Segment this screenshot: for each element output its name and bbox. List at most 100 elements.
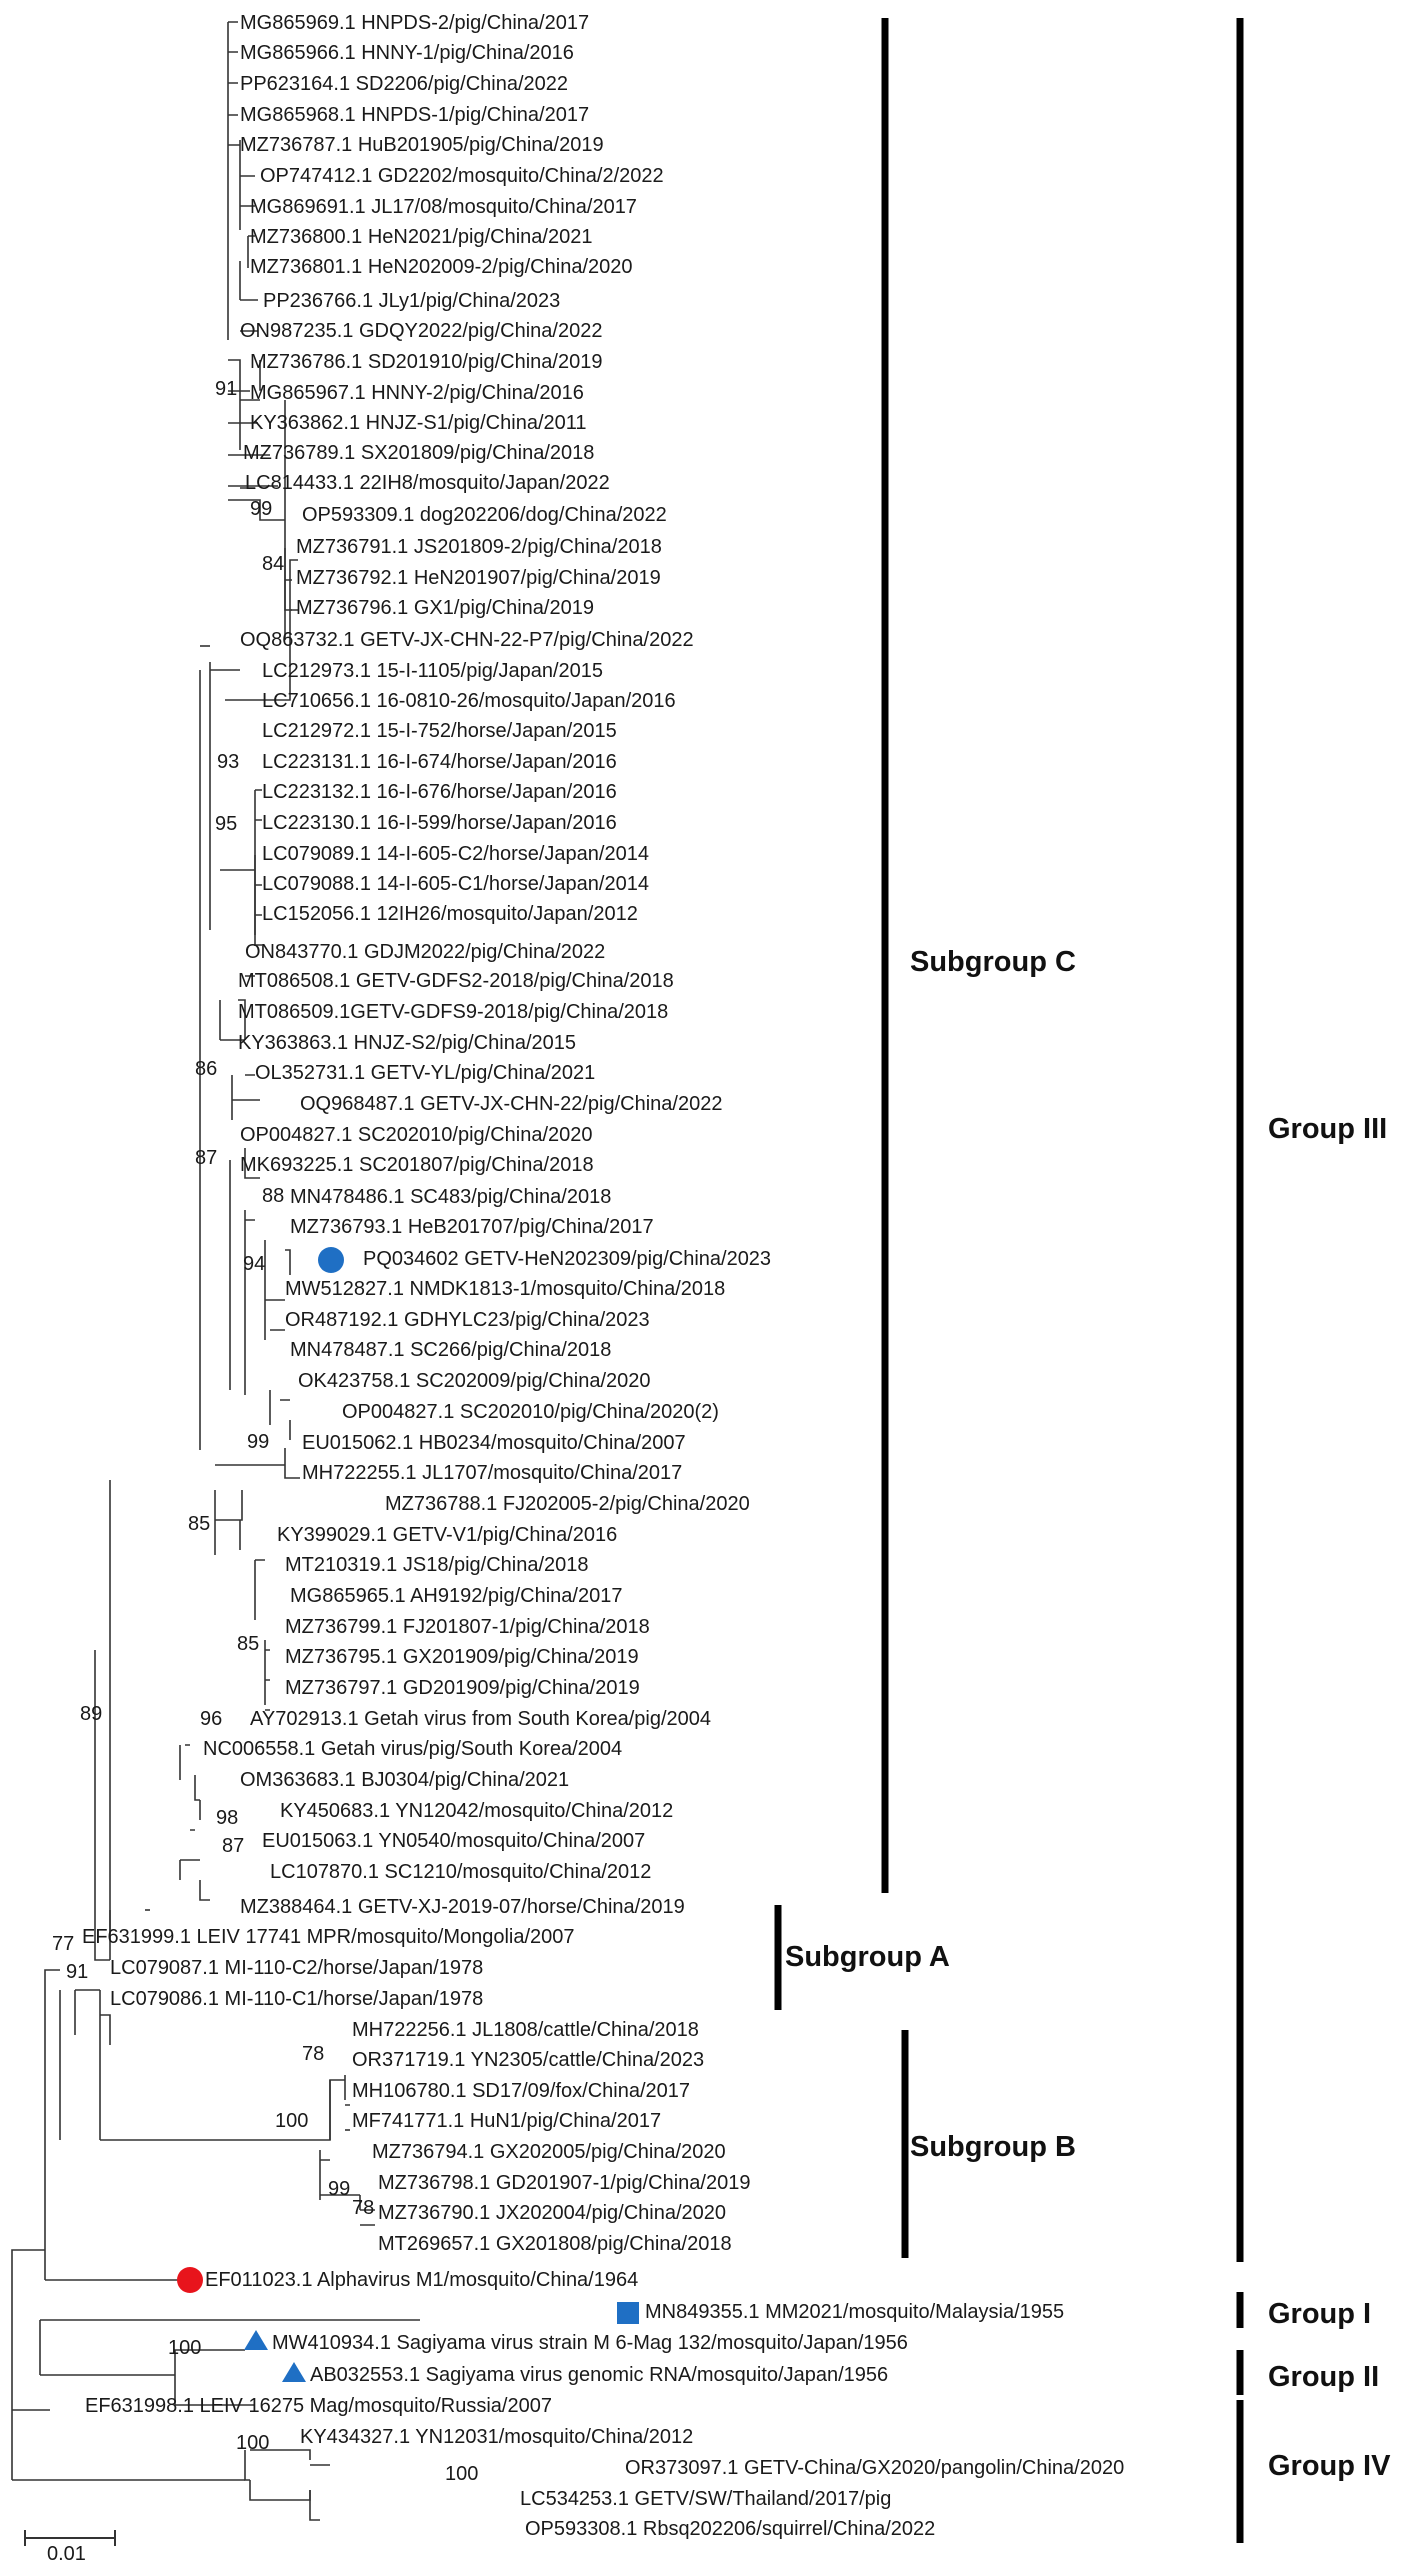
- taxon-label: MZ736794.1 GX202005/pig/China/2020: [372, 2141, 726, 2163]
- bootstrap-value: 100: [275, 2110, 308, 2132]
- subgroup-b-label: Subgroup B: [910, 2131, 1076, 2163]
- taxon-label: OL352731.1 GETV-YL/pig/China/2021: [255, 1062, 595, 1084]
- taxon-label: ON843770.1 GDJM2022/pig/China/2022: [245, 941, 605, 963]
- group-ii-label: Group II: [1268, 2361, 1379, 2393]
- tree-branches: [11, 21, 420, 2521]
- taxon-label: KY363862.1 HNJZ-S1/pig/China/2011: [250, 412, 587, 434]
- taxon-label: OP004827.1 SC202010/pig/China/2020: [240, 1124, 593, 1146]
- taxon-label: MZ736798.1 GD201907-1/pig/China/2019: [378, 2172, 750, 2194]
- taxon-label: LC534253.1 GETV/SW/Thailand/2017/pig: [520, 2488, 891, 2510]
- taxon-label: OQ863732.1 GETV-JX-CHN-22-P7/pig/China/2…: [240, 629, 694, 651]
- taxon-label: MH722256.1 JL1808/cattle/China/2018: [352, 2019, 699, 2041]
- taxon-label: LC079087.1 MI-110-C2/horse/Japan/1978: [110, 1957, 483, 1979]
- taxon-label: LC212972.1 15-I-752/horse/Japan/2015: [262, 720, 617, 742]
- group-labels: Subgroup C Subgroup A Subgroup B Group I…: [785, 946, 1391, 2482]
- taxon-label: OQ968487.1 GETV-JX-CHN-22/pig/China/2022: [300, 1093, 722, 1115]
- triangle-blue-icon: [282, 2362, 306, 2382]
- taxon-label: AB032553.1 Sagiyama virus genomic RNA/mo…: [310, 2364, 888, 2386]
- taxon-label: EU015062.1 HB0234/mosquito/China/2007: [302, 1432, 686, 1454]
- scale-bar: 0.01: [24, 2530, 116, 2562]
- taxon-label: MZ736787.1 HuB201905/pig/China/2019: [240, 134, 604, 156]
- taxon-label: OK423758.1 SC202009/pig/China/2020: [298, 1370, 651, 1392]
- bootstrap-value: 96: [200, 1708, 222, 1730]
- taxon-label: MZ736788.1 FJ202005-2/pig/China/2020: [385, 1493, 750, 1515]
- taxon-label: MZ736791.1 JS201809-2/pig/China/2018: [296, 536, 662, 558]
- circle-red-icon: [177, 2267, 203, 2293]
- group-bars: [774, 18, 1244, 2543]
- taxon-label: MN478487.1 SC266/pig/China/2018: [290, 1339, 611, 1361]
- taxon-label: MG865965.1 AH9192/pig/China/2017: [290, 1585, 622, 1607]
- square-blue-icon: [617, 2302, 639, 2324]
- bootstrap-value: 95: [215, 813, 237, 835]
- taxon-label: MZ388464.1 GETV-XJ-2019-07/horse/China/2…: [240, 1896, 685, 1918]
- taxon-label: LC152056.1 12IH26/mosquito/Japan/2012: [262, 903, 638, 925]
- subgroup-a-label: Subgroup A: [785, 1941, 950, 1973]
- taxon-label: MF741771.1 HuN1/pig/China/2017: [352, 2110, 661, 2132]
- bootstrap-value: 99: [247, 1431, 269, 1453]
- scale-bar-label: 0.01: [47, 2543, 86, 2562]
- taxon-label: KY363863.1 HNJZ-S2/pig/China/2015: [238, 1032, 576, 1054]
- taxon-label: MZ736799.1 FJ201807-1/pig/China/2018: [285, 1616, 650, 1638]
- taxon-label: MW512827.1 NMDK1813-1/mosquito/China/201…: [285, 1278, 725, 1300]
- taxon-label: EF631999.1 LEIV 17741 MPR/mosquito/Mongo…: [82, 1926, 575, 1948]
- taxon-label: OP593308.1 Rbsq202206/squirrel/China/202…: [525, 2518, 935, 2540]
- taxon-label: PP623164.1 SD2206/pig/China/2022: [240, 73, 568, 95]
- bootstrap-value: 89: [80, 1703, 102, 1725]
- bootstrap-value: 88: [262, 1185, 284, 1207]
- group-i-label: Group I: [1268, 2298, 1371, 2330]
- taxon-label: MN849355.1 MM2021/mosquito/Malaysia/1955: [645, 2301, 1064, 2323]
- taxon-label: MG869691.1 JL17/08/mosquito/China/2017: [250, 196, 637, 218]
- taxon-label: MZ736793.1 HeB201707/pig/China/2017: [290, 1216, 654, 1238]
- taxon-label: KY399029.1 GETV-V1/pig/China/2016: [277, 1524, 617, 1546]
- taxon-label: KY450683.1 YN12042/mosquito/China/2012: [280, 1800, 673, 1822]
- taxon-label: AY702913.1 Getah virus from South Korea/…: [250, 1708, 711, 1730]
- taxon-label: EU015063.1 YN0540/mosquito/China/2007: [262, 1830, 645, 1852]
- taxon-label: OM363683.1 BJ0304/pig/China/2021: [240, 1769, 569, 1791]
- bootstrap-value: 98: [216, 1807, 238, 1829]
- taxon-label: LC212973.1 15-I-1105/pig/Japan/2015: [262, 660, 603, 682]
- bootstrap-value: 85: [188, 1513, 210, 1535]
- taxon-label: OR373097.1 GETV-China/GX2020/pangolin/Ch…: [625, 2457, 1124, 2479]
- taxon-label: MK693225.1 SC201807/pig/China/2018: [240, 1154, 594, 1176]
- taxon-label: LC223131.1 16-I-674/horse/Japan/2016: [262, 751, 617, 773]
- taxon-label: NC006558.1 Getah virus/pig/South Korea/2…: [203, 1738, 622, 1760]
- bootstrap-value: 91: [215, 378, 237, 400]
- taxon-label: MZ736795.1 GX201909/pig/China/2019: [285, 1646, 639, 1668]
- taxon-label: MG865966.1 HNNY-1/pig/China/2016: [240, 42, 574, 64]
- bootstrap-value: 99: [328, 2178, 350, 2200]
- markers: [177, 1247, 639, 2382]
- bootstrap-value: 87: [222, 1835, 244, 1857]
- bootstrap-value: 100: [445, 2463, 478, 2485]
- taxon-label: EF631998.1 LEIV 16275 Mag/mosquito/Russi…: [85, 2395, 552, 2417]
- taxon-label: MN478486.1 SC483/pig/China/2018: [290, 1186, 611, 1208]
- bootstrap-value: 77: [52, 1933, 74, 1955]
- bootstrap-value: 100: [168, 2337, 201, 2359]
- bootstrap-value: 78: [302, 2043, 324, 2065]
- taxon-label: MZ736792.1 HeN201907/pig/China/2019: [296, 567, 661, 589]
- taxon-label: EF011023.1 Alphavirus M1/mosquito/China/…: [205, 2269, 638, 2291]
- taxon-label: MZ736797.1 GD201909/pig/China/2019: [285, 1677, 640, 1699]
- taxon-label: PQ034602 GETV-HeN202309/pig/China/2023: [363, 1248, 771, 1270]
- circle-blue-icon: [318, 1247, 344, 1273]
- taxon-label: MZ736790.1 JX202004/pig/China/2020: [378, 2202, 726, 2224]
- taxon-label: OR487192.1 GDHYLC23/pig/China/2023: [285, 1309, 650, 1331]
- bootstrap-value: 87: [195, 1147, 217, 1169]
- taxon-label: ON987235.1 GDQY2022/pig/China/2022: [240, 320, 602, 342]
- bootstrap-value: 86: [195, 1058, 217, 1080]
- taxon-label: LC710656.1 16-0810-26/mosquito/Japan/201…: [262, 690, 676, 712]
- taxon-label: LC223132.1 16-I-676/horse/Japan/2016: [262, 781, 617, 803]
- bootstrap-value: 78: [352, 2197, 374, 2219]
- taxon-label: PP236766.1 JLy1/pig/China/2023: [263, 290, 560, 312]
- taxon-label: MG865968.1 HNPDS-1/pig/China/2017: [240, 104, 589, 126]
- taxon-label: MH722255.1 JL1707/mosquito/China/2017: [302, 1462, 682, 1484]
- taxon-label: MH106780.1 SD17/09/fox/China/2017: [352, 2080, 690, 2102]
- taxon-label: MT086508.1 GETV-GDFS2-2018/pig/China/201…: [238, 970, 674, 992]
- taxon-label: LC079089.1 14-I-605-C2/horse/Japan/2014: [262, 843, 649, 865]
- bootstrap-value: 100: [236, 2432, 269, 2454]
- taxon-label: OP747412.1 GD2202/mosquito/China/2/2022: [260, 165, 664, 187]
- taxon-label: MZ736789.1 SX201809/pig/China/2018: [243, 442, 594, 464]
- subgroup-c-label: Subgroup C: [910, 946, 1076, 978]
- taxon-label: LC079088.1 14-I-605-C1/horse/Japan/2014: [262, 873, 649, 895]
- taxon-label: LC814433.1 22IH8/mosquito/Japan/2022: [245, 472, 610, 494]
